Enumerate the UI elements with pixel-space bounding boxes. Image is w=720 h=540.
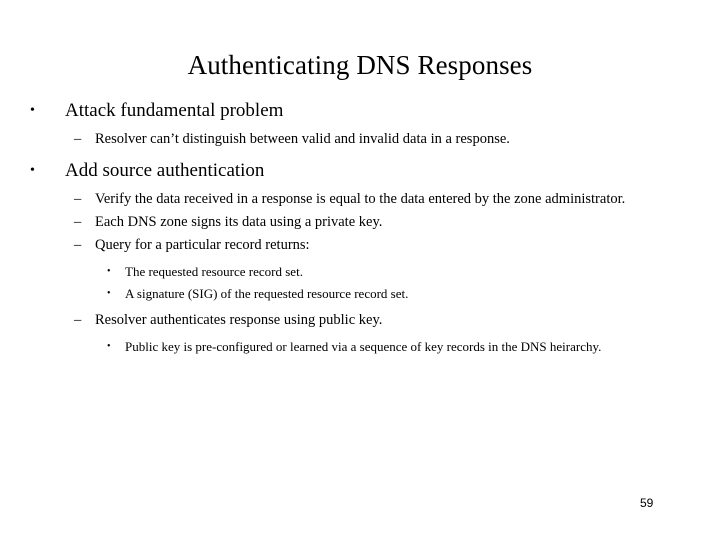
dash-marker-icon: – [74, 237, 82, 253]
bullet-marker-icon: • [107, 341, 111, 352]
bullet-level2: – Query for a particular record returns: [0, 234, 720, 256]
bullet-text: Each DNS zone signs its data using a pri… [95, 214, 383, 230]
bullet-level2: – Resolver can’t distinguish between val… [0, 128, 720, 150]
dash-marker-icon: – [74, 312, 82, 328]
bullet-level2: – Verify the data received in a response… [0, 188, 720, 210]
bullet-text: Verify the data received in a response i… [95, 191, 626, 207]
bullet-marker-icon: • [107, 266, 111, 277]
bullet-text: Query for a particular record returns: [95, 237, 310, 253]
bullet-text: Attack fundamental problem [65, 100, 284, 121]
slide-body: • Attack fundamental problem – Resolver … [0, 98, 720, 358]
page-title: Authenticating DNS Responses [187, 50, 533, 81]
dash-marker-icon: – [74, 214, 82, 230]
bullet-text: Resolver authenticates response using pu… [95, 312, 383, 328]
bullet-level1: • Attack fundamental problem [0, 98, 720, 123]
bullet-marker-icon: • [30, 103, 35, 118]
bullet-text: Resolver can’t distinguish between valid… [95, 131, 510, 147]
dash-marker-icon: – [74, 131, 82, 147]
bullet-level3: • Public key is pre-configured or learne… [0, 336, 720, 357]
bullet-level1: • Add source authentication [0, 158, 720, 183]
bullet-level3: • The requested resource record set. [0, 261, 720, 282]
dash-marker-icon: – [74, 191, 82, 207]
bullet-text: A signature (SIG) of the requested resou… [125, 286, 409, 301]
page-number: 59 [640, 496, 654, 510]
bullet-level2: – Resolver authenticates response using … [0, 309, 720, 331]
bullet-text: Add source authentication [65, 160, 265, 181]
bullet-level2: – Each DNS zone signs its data using a p… [0, 211, 720, 233]
bullet-text: Public key is pre-configured or learned … [125, 339, 602, 354]
bullet-text: The requested resource record set. [125, 264, 303, 279]
bullet-marker-icon: • [107, 288, 111, 299]
bullet-level3: • A signature (SIG) of the requested res… [0, 283, 720, 304]
bullet-marker-icon: • [30, 163, 35, 178]
